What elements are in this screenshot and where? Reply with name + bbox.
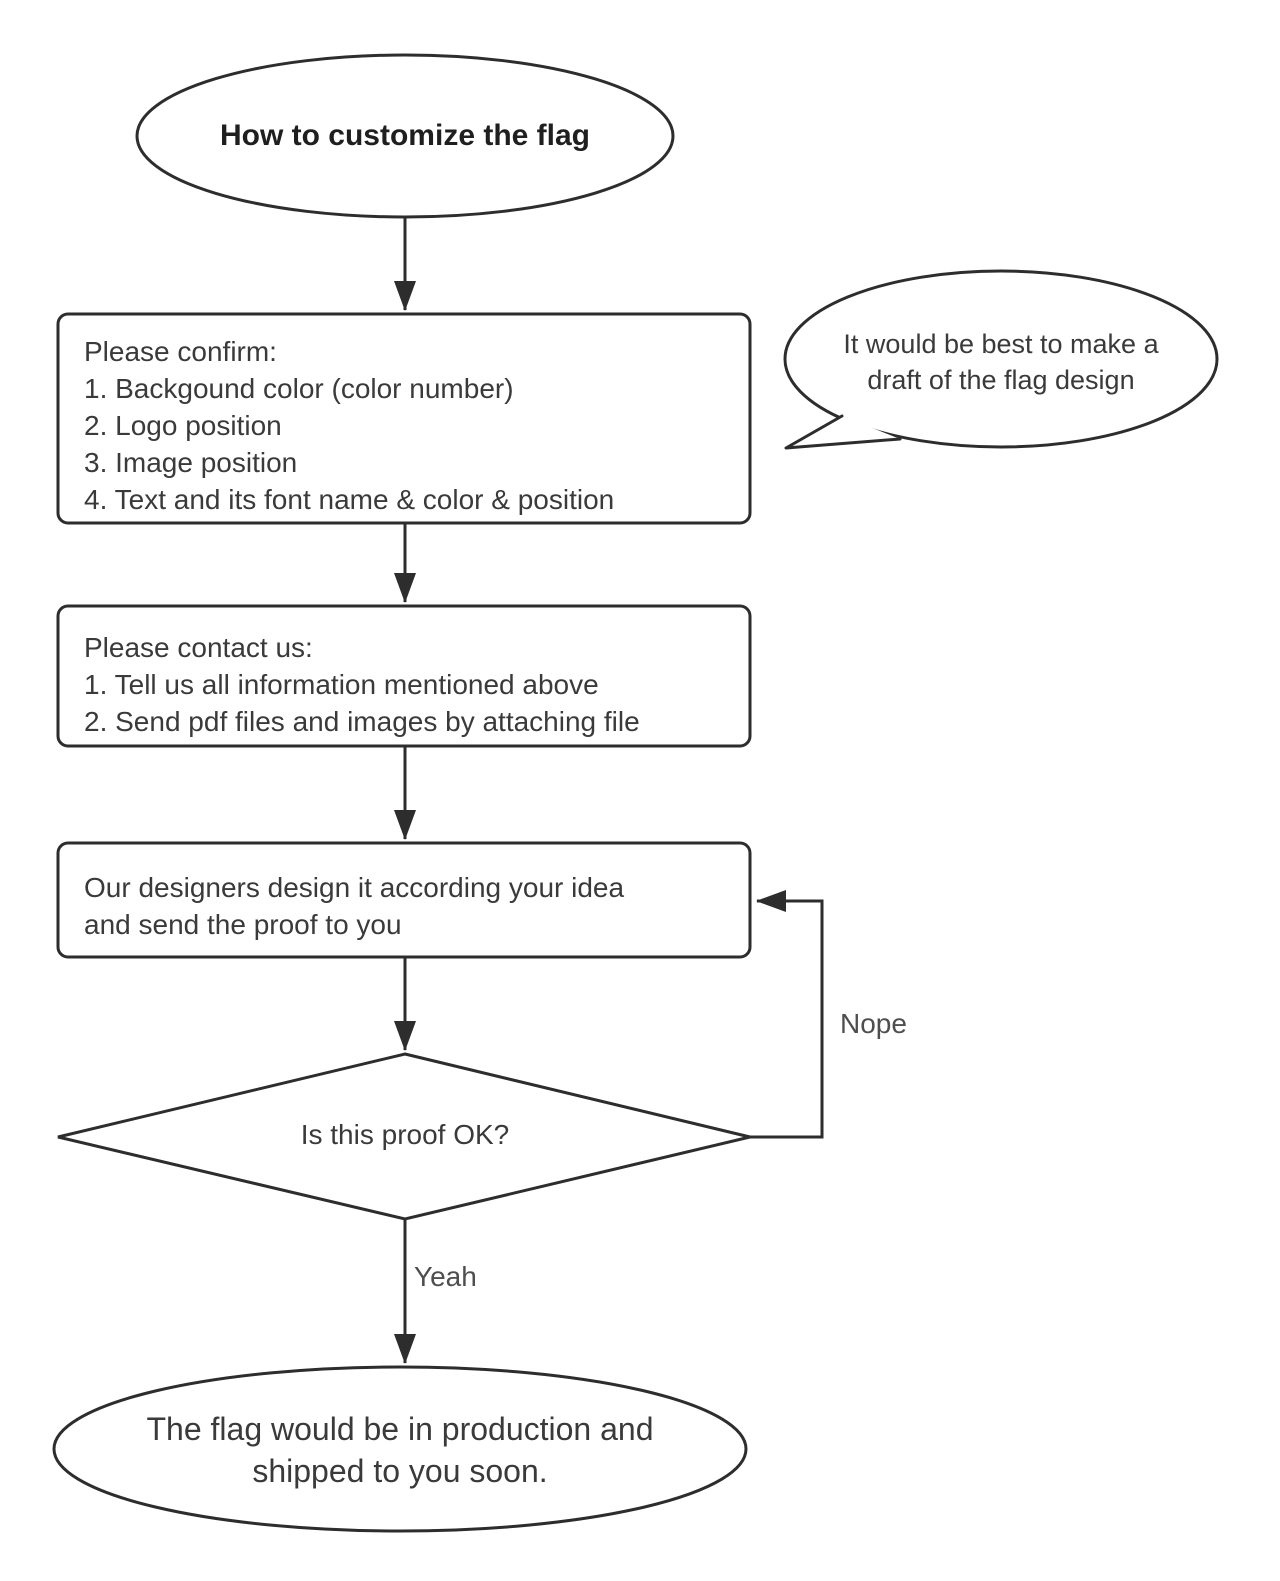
end-ellipse-shape [52, 1365, 748, 1533]
confirm-line: 4. Text and its font name & color & posi… [84, 484, 615, 515]
confirm-line: 1. Backgound color (color number) [84, 373, 514, 404]
confirm-line: 3. Image position [84, 447, 298, 478]
start-ellipse-shape [135, 53, 675, 219]
speech-bubble-shape [783, 269, 1219, 449]
start-node-label: How to customize the flag [219, 119, 591, 152]
end-node-text: The flag would be in production and ship… [100, 1408, 700, 1492]
speech-bubble-tail [784, 414, 902, 450]
yeah-edge-label: Yeah [414, 1261, 477, 1292]
nope-edge-label: Nope [840, 1008, 907, 1039]
speech-bubble-line: draft of the flag design [867, 365, 1135, 395]
design-line: and send the proof to you [84, 909, 402, 940]
end-node-line: shipped to you soon. [252, 1453, 548, 1489]
contact-line: 2. Send pdf files and images by attachin… [84, 706, 640, 737]
contact-box-text: Please contact us: 1. Tell us all inform… [84, 629, 640, 740]
design-line: Our designers design it according your i… [84, 872, 625, 903]
edge-decision-nope-loop [750, 890, 824, 1139]
confirm-line: 2. Logo position [84, 410, 282, 441]
decision-diamond-shape [57, 1052, 751, 1221]
decision-node-label: Is this proof OK? [300, 1119, 510, 1150]
confirm-box-shape [56, 312, 752, 525]
speech-bubble-line: It would be best to make a [843, 329, 1159, 359]
design-box-shape [56, 841, 752, 959]
contact-line: 1. Tell us all information mentioned abo… [84, 669, 599, 700]
contact-line: Please contact us: [84, 632, 313, 663]
end-node-line: The flag would be in production and [146, 1411, 654, 1447]
confirm-line: Please confirm: [84, 336, 277, 367]
design-box-text: Our designers design it according your i… [84, 869, 624, 943]
contact-box-shape [56, 604, 752, 748]
speech-bubble-text: It would be best to make a draft of the … [801, 326, 1201, 398]
confirm-box-text: Please confirm: 1. Backgound color (colo… [84, 333, 614, 518]
